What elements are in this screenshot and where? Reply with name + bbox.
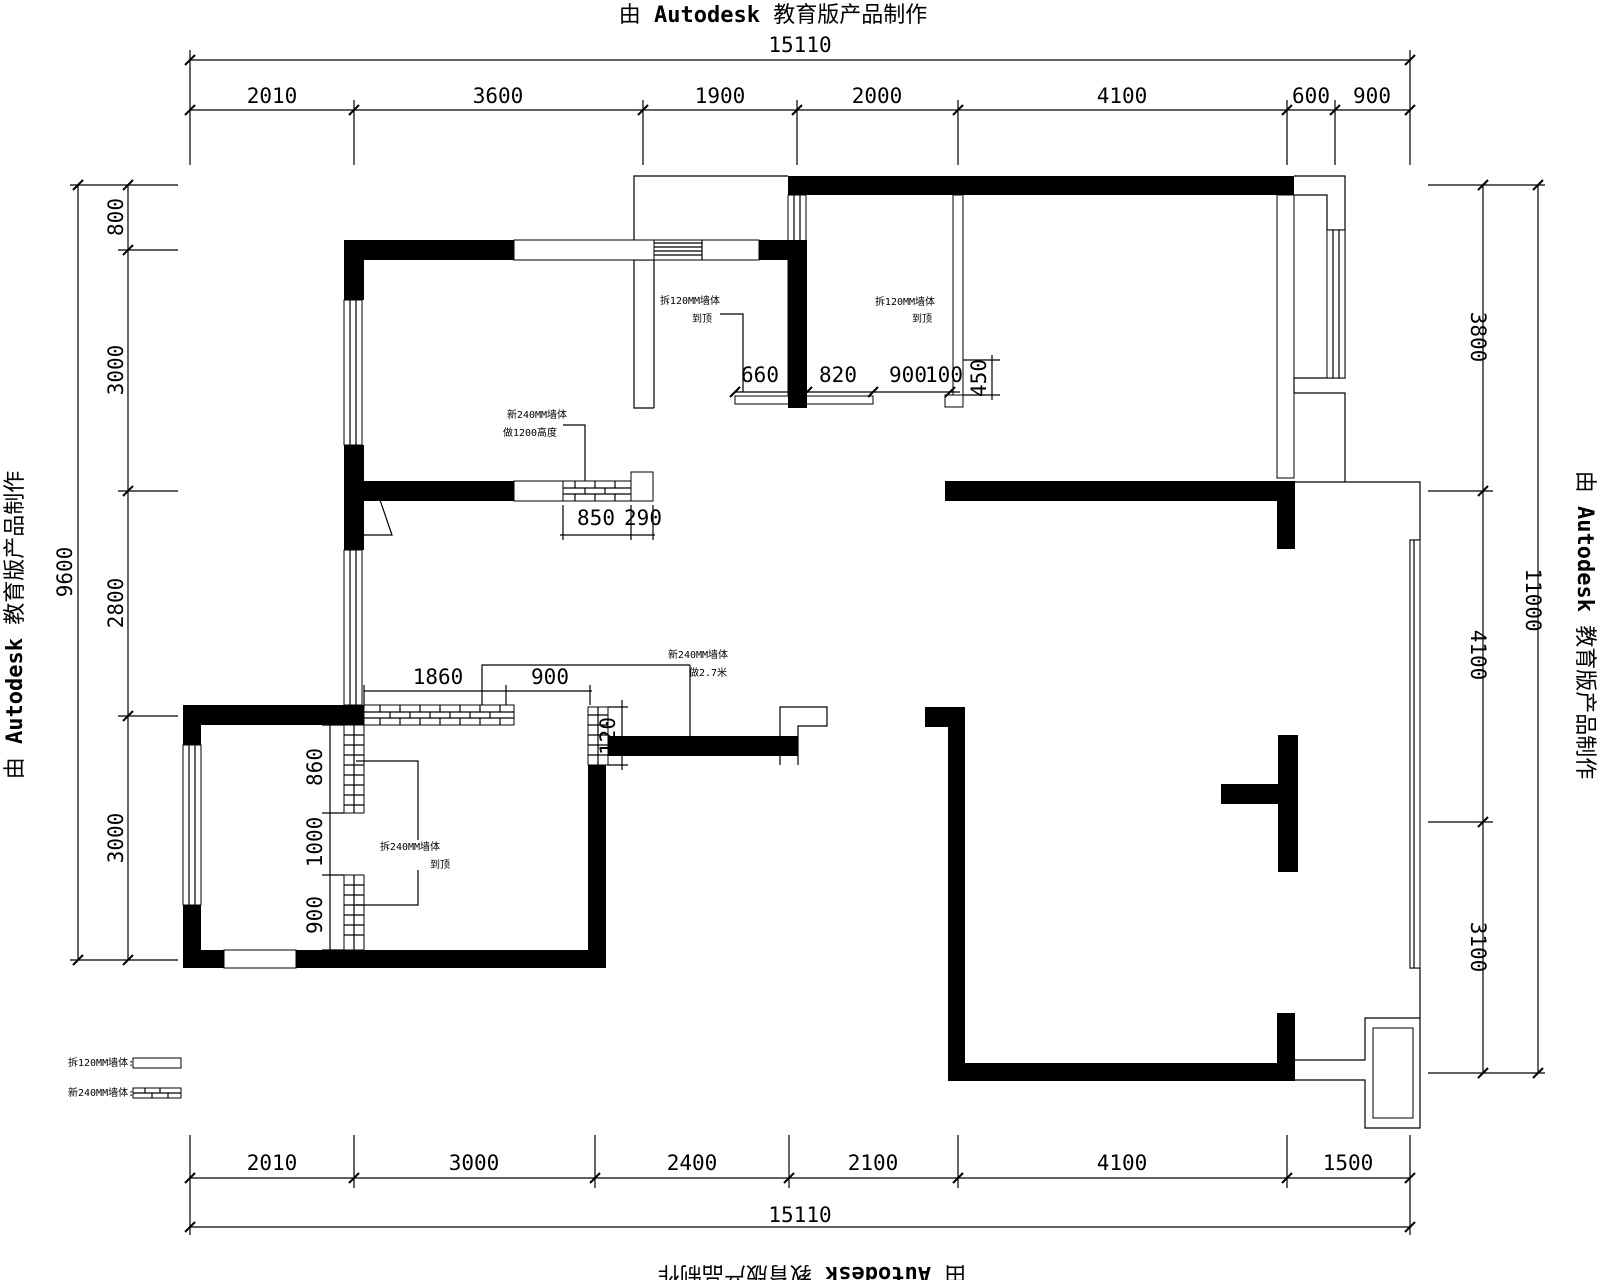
dim-900-left: 900	[303, 896, 327, 934]
dim-left-3: 2800	[104, 578, 128, 629]
dim-top-5: 4100	[1097, 84, 1148, 108]
dim-bottom-6: 1500	[1323, 1151, 1374, 1175]
dim-top-6: 600	[1292, 84, 1330, 108]
dim-left-total: 9600	[53, 547, 77, 598]
note-5-line2: 到顶	[430, 859, 450, 871]
dim-bottom-4: 2100	[848, 1151, 899, 1175]
dim-top-3: 1900	[695, 84, 746, 108]
dim-450: 450	[967, 359, 991, 397]
dim-left-1: 800	[104, 198, 128, 236]
note-3-line1: 新240MM墙体	[507, 408, 567, 421]
dim-1860: 1860	[413, 665, 464, 689]
dim-right-total: 11000	[1521, 568, 1545, 631]
dim-top-1: 2010	[247, 84, 298, 108]
watermark-bottom: 由 Autodesk 教育版产品制作	[658, 1261, 966, 1280]
note-2-line2: 到顶	[912, 313, 932, 325]
dim-top-4: 2000	[852, 84, 903, 108]
dim-660: 660	[741, 363, 779, 387]
dim-100: 100	[925, 363, 963, 387]
dim-bottom-2: 3000	[449, 1151, 500, 1175]
legend-swatch-new	[132, 1087, 182, 1099]
dim-right-2: 4100	[1466, 630, 1490, 681]
dim-860: 860	[303, 748, 327, 786]
note-2-line1: 拆120MM墙体	[875, 295, 935, 308]
new-brick-walls	[343, 480, 632, 951]
top-dimensions: 15110 2010 3600 1900 2000 4100 600 900	[184, 33, 1416, 165]
right-dimensions: 3800 4100 3100 11000	[1428, 179, 1545, 1079]
dim-bottom-3: 2400	[667, 1151, 718, 1175]
interior-dimensions: 660 820 900 100 450 850 290 1860 900 120…	[303, 355, 1000, 951]
dim-bottom-5: 4100	[1097, 1151, 1148, 1175]
dim-bottom-total: 15110	[768, 1203, 831, 1227]
dim-120: 120	[596, 717, 620, 755]
dim-top-total: 15110	[768, 33, 831, 57]
dim-820: 820	[819, 363, 857, 387]
watermark-right: 由 Autodesk 教育版产品制作	[1572, 471, 1597, 779]
dim-right-1: 3800	[1466, 312, 1490, 363]
watermark-left: 由 Autodesk 教育版产品制作	[3, 471, 28, 779]
note-1-line2: 到顶	[692, 313, 712, 325]
legend-swatch-demolish	[132, 1057, 182, 1069]
legend-label-new: 新240MM墙体:	[68, 1086, 134, 1099]
bottom-dimensions: 2010 3000 2400 2100 4100 1500 15110	[184, 1135, 1416, 1235]
dim-bottom-1: 2010	[247, 1151, 298, 1175]
note-1-line1: 拆120MM墙体	[660, 294, 720, 307]
dim-290: 290	[624, 506, 662, 530]
note-4-line2: 做2.7米	[689, 666, 727, 679]
note-4-line1: 新240MM墙体	[668, 648, 728, 661]
annotations: 拆120MM墙体 到顶 拆120MM墙体 到顶 新240MM墙体 做1200高度…	[356, 294, 935, 906]
dim-top-2: 3600	[473, 84, 524, 108]
note-3-line2: 做1200高度	[503, 426, 557, 439]
legend-label-demolish: 拆120MM墙体:	[68, 1056, 134, 1069]
dim-850: 850	[577, 506, 615, 530]
walls	[183, 176, 1298, 1081]
watermark-top: 由 Autodesk 教育版产品制作	[619, 3, 927, 28]
left-dimensions: 9600 800 3000 2800 3000	[53, 179, 178, 966]
dim-left-2: 3000	[104, 345, 128, 396]
dim-top-7: 900	[1353, 84, 1391, 108]
dim-1000: 1000	[303, 817, 327, 868]
dim-900-top: 900	[889, 363, 927, 387]
note-5-line1: 拆240MM墙体	[380, 840, 440, 853]
dim-right-3: 3100	[1466, 922, 1490, 973]
legend: 拆120MM墙体: 新240MM墙体:	[68, 1056, 182, 1099]
dim-left-4: 3000	[104, 813, 128, 864]
dim-900-mid: 900	[531, 665, 569, 689]
